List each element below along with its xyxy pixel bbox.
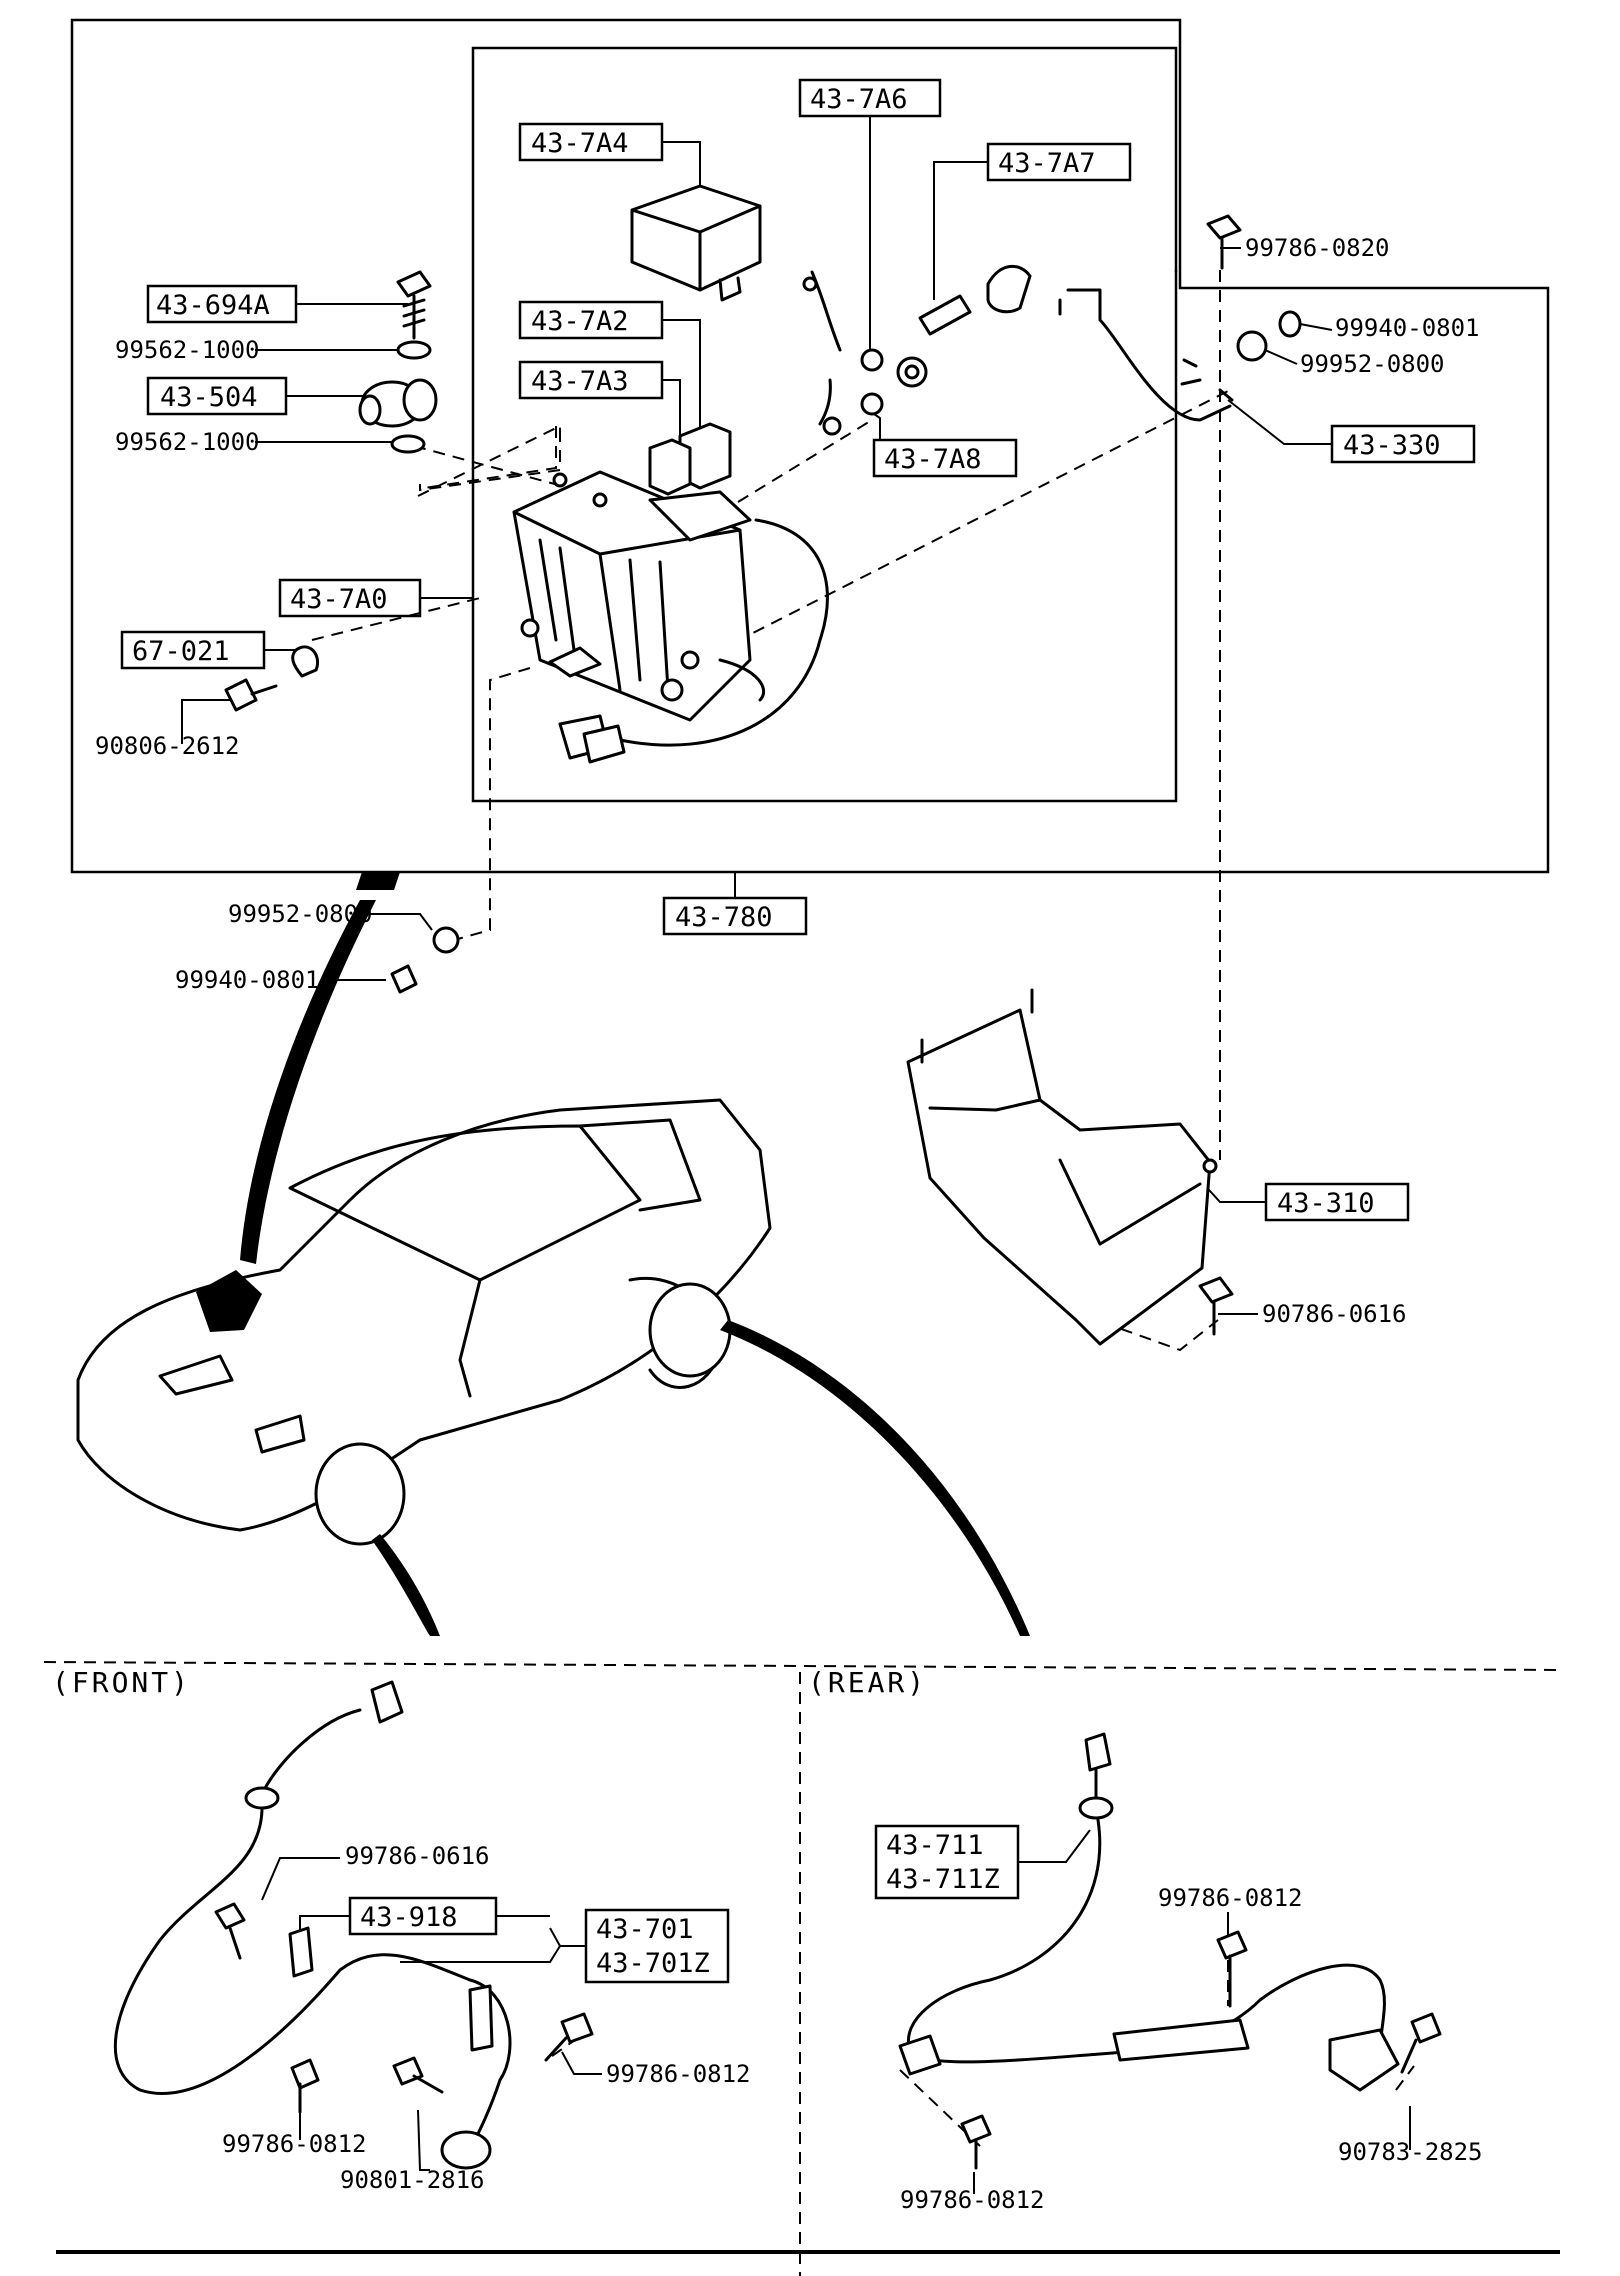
svg-text:43-7A7: 43-7A7 <box>998 148 1096 179</box>
svg-text:43-7A8: 43-7A8 <box>884 444 982 475</box>
label-box-43-7A2: 43-7A2 <box>518 300 664 340</box>
vehicle-outline <box>76 1098 772 1546</box>
front-bolt-2816 <box>392 2056 444 2094</box>
label-99940-0801-mid: 99940-0801 <box>175 966 320 994</box>
label-box-43-918: 43-918 <box>348 1896 498 1936</box>
relay-7A3 <box>648 438 692 496</box>
bolt-0820 <box>1206 214 1242 270</box>
rear-bolt-0812-top <box>1216 1930 1248 2008</box>
svg-text:43-504: 43-504 <box>160 382 258 413</box>
label-front-99786-0812-bottom: 99786-0812 <box>222 2130 367 2158</box>
front-bolt-0812-right <box>544 2012 594 2062</box>
abs-hydraulic-unit <box>512 470 829 764</box>
label-box-43-701: 43-701 43-701Z <box>584 1908 730 1984</box>
washer-0800-mid <box>432 926 460 954</box>
label-box-43-7A0: 43-7A0 <box>278 578 422 618</box>
nut-0801-top <box>1278 310 1302 338</box>
svg-text:43-780: 43-780 <box>675 902 773 933</box>
sleeve-7A7 <box>918 265 1032 336</box>
bolt-90806-2612 <box>224 678 278 712</box>
label-box-43-7A3: 43-7A3 <box>518 360 664 400</box>
label-box-67-021: 67-021 <box>120 630 266 670</box>
label-box-43-310: 43-310 <box>1264 1182 1410 1222</box>
bolt-694A <box>396 270 432 360</box>
leader-lines-front <box>261 1857 602 2171</box>
label-99952-0800-top: 99952-0800 <box>1300 350 1445 378</box>
section-dividers <box>43 1661 1561 2276</box>
clip-67-021 <box>291 645 319 678</box>
label-front-99786-0616: 99786-0616 <box>345 1842 490 1870</box>
label-99940-0801-top: 99940-0801 <box>1335 314 1480 342</box>
svg-text:43-7A2: 43-7A2 <box>531 306 629 337</box>
leader-lines-rear <box>973 1829 1411 2194</box>
label-box-43-780: 43-780 <box>662 896 808 936</box>
label-90786-0616: 90786-0616 <box>1262 1300 1407 1328</box>
insulator-504 <box>358 378 438 454</box>
front-bolt-0812-bottom <box>290 2058 320 2114</box>
leader-lines-top <box>181 116 1333 1315</box>
front-bolt-0616 <box>214 1902 246 1960</box>
callout-swooshes <box>240 872 1030 1636</box>
label-box-43-7A8: 43-7A8 <box>872 438 1018 478</box>
svg-text:43-711Z: 43-711Z <box>886 1864 1000 1895</box>
front-section-header: (FRONT) <box>52 1666 191 1699</box>
nut-0801-mid <box>390 964 418 994</box>
label-99562-1000-top: 99562-1000 <box>115 336 260 364</box>
svg-text:43-7A4: 43-7A4 <box>531 128 629 159</box>
label-box-43-504: 43-504 <box>146 376 288 416</box>
washer-0800-top <box>1236 330 1268 362</box>
nut-7A8 <box>896 356 928 388</box>
bolt-7A6 <box>802 270 884 436</box>
svg-text:43-7A0: 43-7A0 <box>290 584 388 615</box>
label-99786-0820: 99786-0820 <box>1245 234 1390 262</box>
rear-bolt-2825 <box>1400 2012 1442 2074</box>
bolt-0616-right <box>1198 1276 1234 1336</box>
rear-bolt-0812-bottom <box>960 2114 992 2170</box>
svg-text:43-694A: 43-694A <box>156 290 270 321</box>
svg-text:43-711: 43-711 <box>886 1830 984 1861</box>
svg-text:43-701Z: 43-701Z <box>596 1948 710 1979</box>
label-rear-99786-0812-bottom: 99786-0812 <box>900 2186 1045 2214</box>
svg-text:43-310: 43-310 <box>1277 1188 1375 1219</box>
bracket-43-330 <box>1058 288 1234 422</box>
svg-text:43-7A6: 43-7A6 <box>810 84 908 115</box>
svg-text:43-701: 43-701 <box>596 1914 694 1945</box>
svg-text:43-330: 43-330 <box>1343 430 1441 461</box>
label-rear-99786-0812-top: 99786-0812 <box>1158 1884 1303 1912</box>
label-front-99786-0812-right: 99786-0812 <box>606 2060 751 2088</box>
label-99562-1000-bottom: 99562-1000 <box>115 428 260 456</box>
rear-wheel-speed-sensor <box>898 1732 1400 2092</box>
assembly-dashed-lines <box>311 270 1415 2147</box>
label-box-43-7A4: 43-7A4 <box>518 122 664 162</box>
rear-section-header: (REAR) <box>808 1666 927 1699</box>
label-front-90801-2816: 90801-2816 <box>340 2166 485 2194</box>
svg-text:43-7A3: 43-7A3 <box>531 366 629 397</box>
label-box-43-7A7: 43-7A7 <box>986 142 1132 182</box>
label-box-43-7A6: 43-7A6 <box>798 78 942 118</box>
label-box-43-711: 43-711 43-711Z <box>874 1824 1020 1900</box>
svg-text:67-021: 67-021 <box>132 636 230 667</box>
bracket-43-310 <box>906 988 1218 1346</box>
hu-cover <box>630 184 762 302</box>
front-wheel-speed-sensor <box>113 1680 512 2170</box>
label-box-43-694A: 43-694A <box>146 284 298 324</box>
label-90806-2612: 90806-2612 <box>95 732 240 760</box>
svg-text:43-918: 43-918 <box>360 1902 458 1933</box>
outer-assembly-frame <box>70 18 1550 874</box>
label-box-43-330: 43-330 <box>1330 424 1476 464</box>
